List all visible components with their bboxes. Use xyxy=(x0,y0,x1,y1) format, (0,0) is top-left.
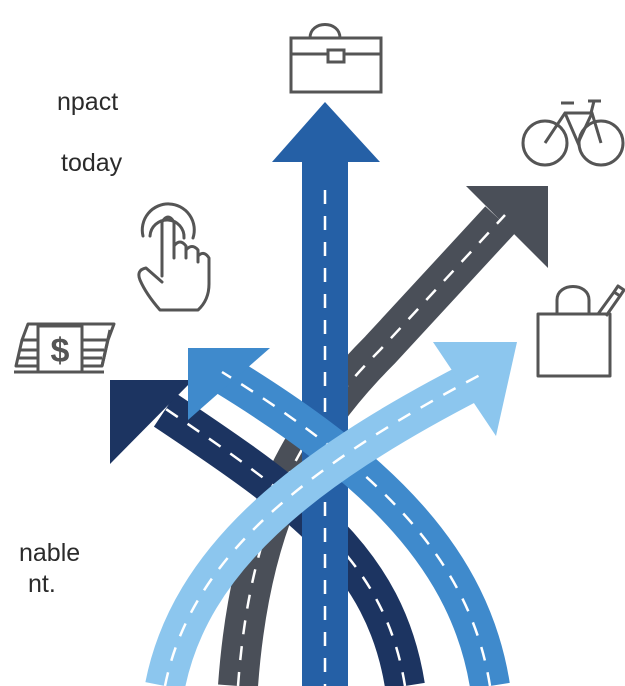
money-stack-icon: $ xyxy=(14,322,116,374)
text-fragment-nt: nt. xyxy=(28,570,56,598)
bicycle-icon xyxy=(521,99,625,167)
road-arrow-mid-blue xyxy=(188,348,510,686)
pointer-hand-icon xyxy=(137,202,211,312)
road-arrow-light-blue xyxy=(145,342,517,686)
text-fragment-impact: npact xyxy=(57,88,119,116)
briefcase-icon xyxy=(289,23,383,94)
svg-text:$: $ xyxy=(51,332,70,370)
text-fragment-nable: nable xyxy=(19,539,81,567)
shopping-bag-icon xyxy=(536,284,625,378)
text-fragment-today: today xyxy=(61,149,123,177)
